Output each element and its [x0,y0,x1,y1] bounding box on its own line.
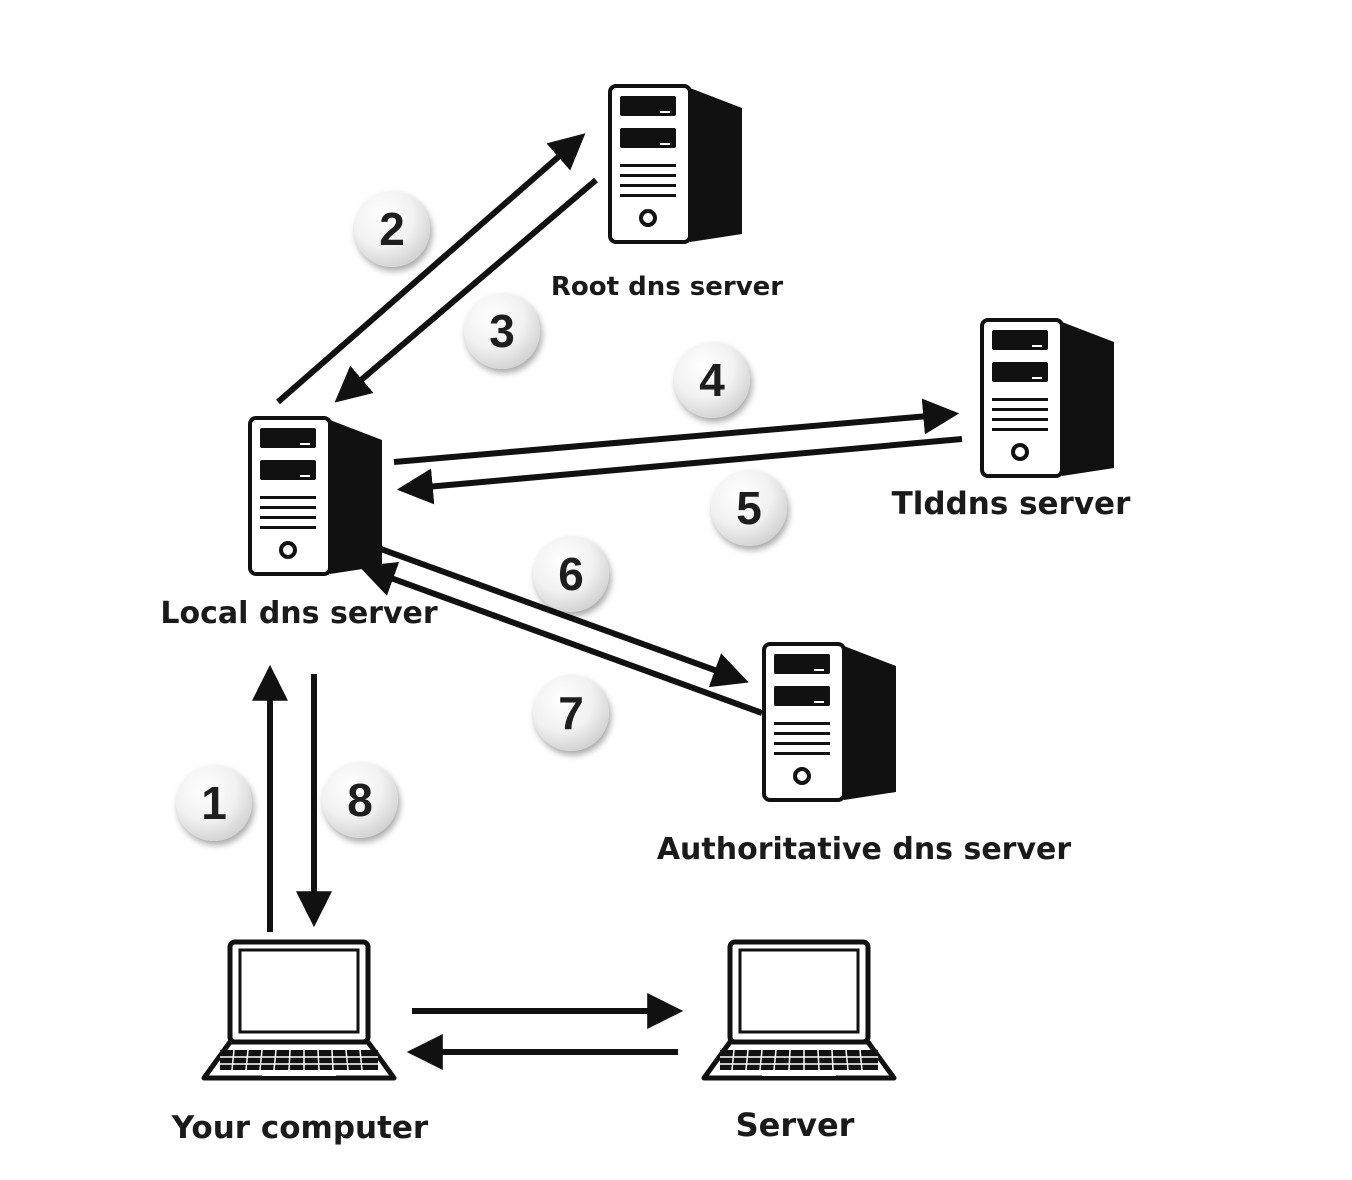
step-badge-2: 2 [354,191,430,267]
authoritative-dns-server-icon [762,642,898,802]
step-badge-5: 5 [711,470,787,546]
step-badge-1: 1 [176,765,252,841]
arrow-step-2 [276,133,586,405]
arrow-step-3 [334,177,598,403]
your-computer-label: Your computer [171,1110,429,1146]
tld-dns-server-label: Tlddns server [891,486,1131,522]
your-computer-laptop-icon [204,942,394,1078]
arrow-step-5 [396,436,963,505]
arrow-step-6 [376,545,749,688]
step-badge-6: 6 [533,536,609,612]
step-badge-3: 3 [464,293,540,369]
local-dns-server-icon [248,416,384,576]
root-dns-server-label: Root dns server [550,272,784,302]
authoritative-dns-server-label: Authoritative dns server [656,832,1072,867]
step-badge-7: 7 [533,675,609,751]
server-laptop-icon [704,942,894,1078]
arrow-step-4 [393,398,960,465]
step-badge-8: 8 [322,762,398,838]
root-dns-server-icon [608,84,744,244]
arrow-step-7 [359,561,764,716]
tld-dns-server-icon [980,318,1116,478]
server-label: Server [735,1106,855,1144]
local-dns-server-label: Local dns server [160,596,438,631]
step-badge-4: 4 [674,342,750,418]
